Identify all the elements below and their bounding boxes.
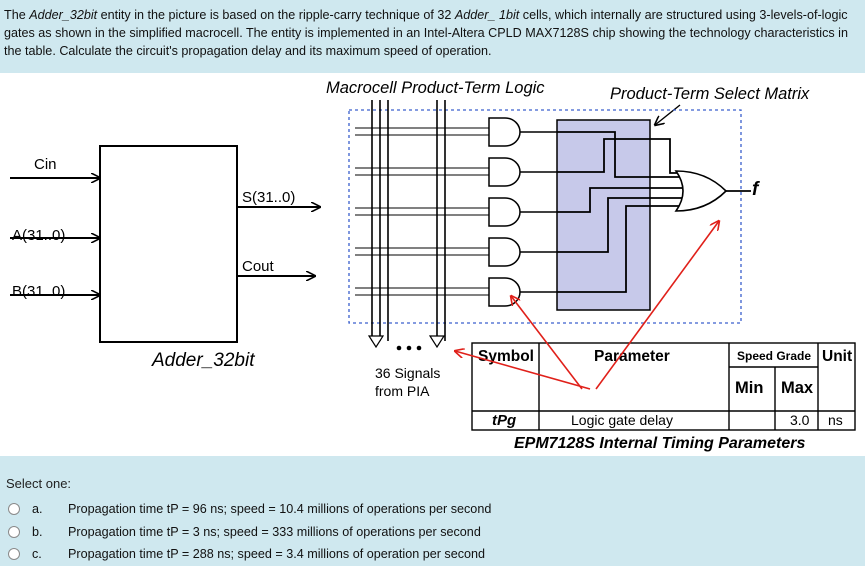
input-buffer-icon <box>367 335 385 349</box>
option-text[interactable]: Propagation time tP = 96 ns; speed = 10.… <box>68 502 492 516</box>
gate-outputs <box>520 131 557 293</box>
cout-label: Cout <box>242 258 275 275</box>
option-text[interactable]: Propagation time tP = 3 ns; speed = 333 … <box>68 525 481 539</box>
table-row-parameter: Logic gate delay <box>571 412 673 428</box>
table-row-unit: ns <box>828 412 843 428</box>
radio-button[interactable] <box>8 548 20 560</box>
a-label: A(31..0) <box>12 227 65 244</box>
table-row-symbol: tPg <box>492 412 516 429</box>
figure-svg: Cin A(31..0) B(31..0) S(31..0) Cout Adde… <box>10 79 856 452</box>
question-part: entity in the picture is based on the ri… <box>97 8 455 22</box>
radio-button[interactable] <box>8 526 20 538</box>
option-letter: c. <box>32 547 42 561</box>
macrocell-diagram: Macrocell Product-Term Logic Product-Ter… <box>326 79 810 399</box>
table-header-symbol: Symbol <box>478 348 534 365</box>
table-header-max: Max <box>781 379 814 397</box>
option-letter: a. <box>32 502 43 516</box>
matrix-title: Product-Term Select Matrix <box>610 85 810 103</box>
macrocell-title: Macrocell Product-Term Logic <box>326 79 545 97</box>
and-gates <box>488 117 521 307</box>
input-buffer-icon <box>428 335 446 349</box>
question-part: cells, which internally are structured u… <box>4 8 848 58</box>
option-letter: b. <box>32 525 43 539</box>
cin-label: Cin <box>34 156 57 173</box>
product-term-lines <box>355 127 489 296</box>
question-figure: Cin A(31..0) B(31..0) S(31..0) Cout Adde… <box>0 73 865 456</box>
table-row-max: 3.0 <box>790 412 810 428</box>
table-header-speed-grade: Speed Grade <box>737 349 811 363</box>
adder-block: Cin A(31..0) B(31..0) S(31..0) Cout Adde… <box>10 145 320 371</box>
timing-table: Symbol Parameter Speed Grade Unit Min Ma… <box>471 342 856 452</box>
select-one-label: Select one: <box>6 476 72 491</box>
output-f-label: f <box>752 179 760 200</box>
option-text[interactable]: Propagation time tP = 288 ns; speed = 3.… <box>68 547 486 561</box>
or-gate <box>674 170 728 212</box>
matrix-pointer <box>655 104 681 125</box>
radio-button[interactable] <box>8 503 20 515</box>
signals-label-2: from PIA <box>375 383 430 399</box>
table-header-parameter: Parameter <box>594 348 670 365</box>
cell-name: Adder_ 1bit <box>454 8 520 22</box>
macrocell-boundary <box>348 109 742 324</box>
adder-box <box>99 145 238 343</box>
s-label: S(31..0) <box>242 189 295 206</box>
question-part: The <box>4 8 30 22</box>
table-caption: EPM7128S Internal Timing Parameters <box>514 435 805 452</box>
adder-name: Adder_32bit <box>151 350 255 371</box>
entity-name: Adder_32bit <box>29 8 98 22</box>
annotation-arrows <box>455 221 719 390</box>
b-label: B(31..0) <box>12 283 65 300</box>
matrix-routing <box>557 131 683 293</box>
table-header-min: Min <box>735 379 763 397</box>
signals-label-1: 36 Signals <box>375 365 440 381</box>
question-text: The Adder_32bit entity in the picture is… <box>4 6 860 60</box>
table-header-unit: Unit <box>822 348 852 365</box>
